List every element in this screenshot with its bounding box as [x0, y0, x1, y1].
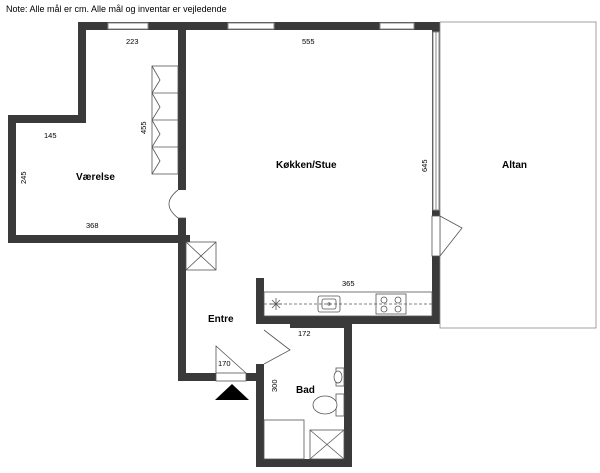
window-kokken-top — [227, 22, 275, 30]
wall-bad-bottom — [256, 459, 352, 467]
wall-vaerelse-step — [8, 115, 86, 123]
wall-bad-top — [290, 322, 350, 328]
toilet-icon — [312, 393, 345, 417]
dim-vaerelse-width-top: 223 — [126, 37, 139, 46]
washbasin-icon — [333, 367, 345, 387]
room-label-vaerelse: Værelse — [76, 172, 115, 183]
dim-kokken-width: 555 — [302, 37, 315, 46]
dim-vaerelse-height: 245 — [19, 171, 28, 184]
door-vaerelse — [178, 190, 186, 218]
wall-bad-right — [344, 322, 352, 467]
altan — [439, 21, 597, 329]
window-vaerelse — [107, 22, 149, 30]
window-kokken-top-2 — [379, 22, 415, 30]
dim-entre-door: 170 — [218, 359, 231, 368]
door-bad — [256, 328, 264, 364]
dim-vaerelse-width-left: 145 — [44, 131, 57, 140]
wall-entre-left — [178, 218, 186, 381]
dim-entre-width: 172 — [298, 329, 311, 338]
dim-vaerelse-width-bottom: 368 — [86, 221, 99, 230]
door-entre — [215, 372, 247, 382]
wall-vaerelse-kokken — [178, 30, 186, 190]
dim-kokken-height: 645 — [420, 159, 429, 172]
dim-bad-height: 300 — [270, 379, 279, 392]
wardrobe — [151, 65, 179, 175]
wall-kokken-bottom — [256, 316, 440, 324]
wall-entre-bottom — [178, 373, 216, 381]
plan-note: Note: Alle mål er cm. Alle mål og invent… — [6, 4, 227, 14]
shower-icon — [309, 429, 345, 460]
room-label-entre: Entre — [208, 314, 234, 325]
entrance-arrow-icon — [215, 384, 249, 400]
dim-kitchen-counter: 365 — [342, 279, 355, 288]
dim-wardrobe: 455 — [139, 121, 148, 134]
fridge-icon — [270, 298, 282, 310]
windows — [107, 22, 440, 211]
balcony-door — [431, 215, 463, 257]
wall-vaerelse-bottom — [8, 235, 190, 243]
kitchen-counter — [263, 291, 433, 317]
room-label-bad: Bad — [296, 385, 315, 396]
doors — [168, 189, 291, 382]
wall-entre-bottom-right — [246, 373, 264, 381]
wall-entre-bad-upper — [256, 278, 264, 316]
room-label-altan: Altan — [502, 160, 527, 171]
hob-icon — [375, 293, 407, 315]
entre-closet — [185, 241, 217, 271]
wall-bad-left — [256, 364, 264, 467]
sink-icon — [317, 295, 341, 313]
wall-vaerelse-upper-left — [78, 22, 86, 122]
washing-machine — [263, 419, 305, 460]
walls — [8, 22, 440, 467]
wall-vaerelse-left — [8, 115, 16, 243]
room-label-kokken-stue: Køkken/Stue — [276, 160, 337, 171]
bathroom-fixtures — [263, 367, 345, 460]
altan-outline — [439, 21, 597, 329]
